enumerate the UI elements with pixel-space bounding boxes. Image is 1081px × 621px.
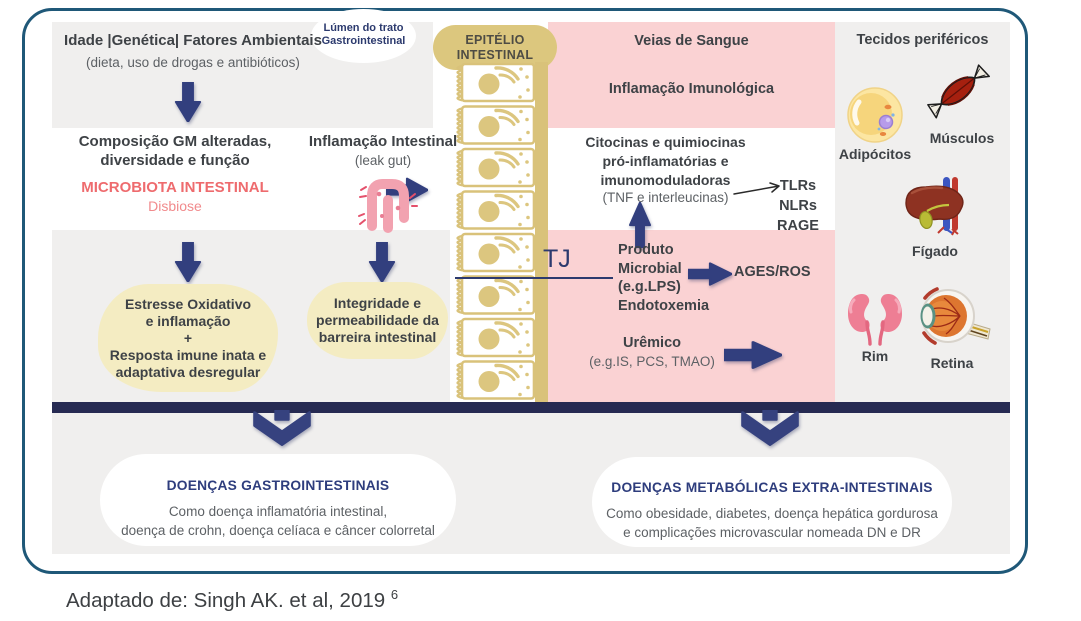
tight-junction-line: [455, 277, 613, 279]
gm-composition-title: Composição GM alteradas, diversidade e f…: [75, 132, 275, 170]
microbial-line2: Microbial: [618, 260, 682, 277]
peripheral-tissues-title: Tecidos periféricos: [856, 32, 989, 48]
kidney-label: Rim: [861, 348, 889, 364]
stress-line: adaptativa desregular: [115, 364, 261, 380]
oxidative-stress-blob: Estresse Oxidativo e inflamação + Respos…: [98, 284, 278, 392]
down-arrow-icon: [368, 242, 396, 282]
cytokines-line3: imunomoduladoras: [600, 172, 731, 188]
stress-line: +: [183, 330, 193, 346]
right-arrow-icon: [724, 340, 782, 370]
intestinal-epithelium-cells-illustration: [455, 62, 548, 402]
thin-arrow-icon: [733, 182, 780, 195]
stress-line: Resposta imune inata e: [109, 347, 267, 363]
factors-title: Idade |Genética| Fatores Ambientais: [64, 32, 322, 49]
cytokines-line1: Citocinas e quimiocinas: [585, 134, 746, 150]
adipocyte-icon: [847, 87, 903, 143]
down-arrow-icon: [174, 242, 202, 282]
muscles-label: Músculos: [929, 130, 995, 146]
microbial-product-text: Produto Microbial (e.g.LPS) Endotoxemia: [618, 241, 728, 315]
source-caption-text: Adaptado de: Singh AK. et al, 2019: [66, 588, 386, 612]
metabolic-diseases-body: Como obesidade, diabetes, doença hepátic…: [592, 504, 952, 542]
gm-composition-line2: diversidade e função: [100, 152, 250, 169]
right-arrow-icon: [688, 262, 732, 286]
source-caption-ref: 6: [390, 587, 399, 602]
muscle-icon: [927, 64, 990, 119]
receptor-rage: RAGE: [777, 218, 819, 234]
cytokines-text: Citocinas e quimiocinas pró-inflamatória…: [568, 133, 763, 190]
epithelium-title-line2: INTESTINAL: [456, 48, 534, 62]
big-down-arrow-icon: [253, 410, 311, 447]
microbial-line1: Produto: [618, 242, 674, 258]
stress-line: Estresse Oxidativo: [124, 296, 252, 312]
stress-line: e inflamação: [145, 313, 231, 329]
receptor-tlrs: TLRs: [779, 178, 817, 194]
source-caption: Adaptado de: Singh AK. et al, 2019 6: [66, 587, 398, 613]
metabolic-diseases-line1: Como obesidade, diabetes, doença hepátic…: [606, 506, 938, 521]
inflamed-intestine-icon: [358, 179, 418, 233]
gi-diseases-line2: doença de crohn, doença celíaca e câncer…: [121, 523, 435, 538]
tnf-interleukins-label: (TNF e interleucinas): [602, 190, 729, 205]
lumen-label-line1: Lúmen do trato: [323, 22, 404, 34]
gi-diseases-title: DOENÇAS GASTROINTESTINAIS: [166, 478, 390, 493]
barrier-integrity-blob: Integridade e permeabilidade da barreira…: [307, 282, 448, 359]
retina-label: Retina: [930, 355, 974, 371]
dysbiosis-label: Disbiose: [148, 198, 202, 214]
uremic-subtitle: (e.g.IS, PCS, TMAO): [589, 354, 715, 369]
microbial-line4: Endotoxemia: [618, 297, 710, 314]
receptor-nlrs: NLRs: [779, 198, 817, 214]
leak-gut-label: (leak gut): [354, 153, 412, 168]
divider-bar: [52, 402, 1010, 413]
integrity-line: permeabilidade da: [316, 312, 439, 328]
lumen-label-line2: Gastrointestinal: [321, 35, 406, 47]
ages-ros-label: AGES/ROS: [734, 264, 811, 280]
integrity-line: barreira intestinal: [318, 329, 437, 345]
blood-veins-title: Veias de Sangue: [634, 33, 749, 49]
uremic-title: Urêmico: [622, 335, 682, 351]
gi-diseases-box: DOENÇAS GASTROINTESTINAIS Como doença in…: [100, 454, 456, 546]
retina-eye-icon: [920, 287, 991, 345]
metabolic-diseases-line2: e complicações microvascular nomeada DN …: [623, 525, 921, 540]
down-arrow-icon: [174, 82, 202, 122]
epithelium-title-line1: EPITÉLIO: [465, 33, 525, 47]
kidneys-icon: [848, 294, 902, 346]
gi-diseases-body: Como doença inflamatória intestinal, doe…: [100, 502, 456, 540]
metabolic-diseases-title: DOENÇAS METABÓLICAS EXTRA-INTESTINAIS: [611, 480, 933, 495]
big-down-arrow-icon: [741, 410, 799, 447]
metabolic-diseases-box: DOENÇAS METABÓLICAS EXTRA-INTESTINAIS Co…: [592, 457, 952, 547]
immune-inflammation-title: Inflamação Imunológica: [608, 81, 775, 97]
intestinal-inflammation-title: Inflamação Intestinal: [308, 133, 458, 150]
factors-subtitle: (dieta, uso de drogas e antibióticos): [86, 55, 300, 70]
cytokine-band-bg: [548, 128, 835, 230]
tight-junction-label: TJ: [543, 245, 571, 273]
cytokines-line2: pró-inflamatórias e: [602, 153, 729, 169]
microbiota-title: MICROBIOTA INTESTINAL: [81, 179, 269, 196]
gm-composition-line1: Composição GM alteradas,: [78, 133, 272, 150]
liver-label: Fígado: [912, 243, 958, 259]
microbial-line3: (e.g.LPS): [618, 279, 681, 295]
liver-icon: [905, 177, 964, 236]
lumen-label-bubble: Lúmen do trato Gastrointestinal: [311, 9, 416, 63]
adipocytes-label: Adipócitos: [838, 146, 912, 162]
receptors-list: TLRs NLRs RAGE: [762, 176, 834, 236]
gi-diseases-line1: Como doença inflamatória intestinal,: [168, 504, 388, 519]
integrity-line: Integridade e: [333, 295, 422, 311]
